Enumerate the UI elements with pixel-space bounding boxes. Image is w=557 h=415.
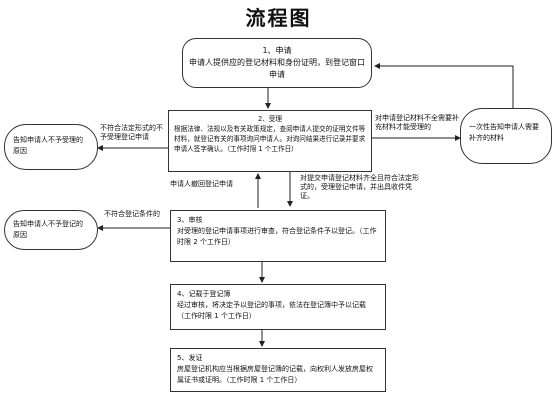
reject-register-text: 告知申请人不予登记的原因: [13, 220, 83, 239]
label-complete-accept: 对提交申请登记材料齐全且符合法定形式的，受理登记申请，并出具收件凭证。: [300, 174, 419, 200]
label-not-legal-form: 不符合法定形式的不予受理登记申请: [100, 124, 163, 141]
apply-body: 申请人提供应的登记材料和身份证明，到登记窗口申请: [189, 58, 365, 79]
arrow-supplement-to-apply: [374, 63, 514, 108]
label-not-meet: 不符合登记条件的: [104, 210, 160, 218]
apply-box: 1、申请 申请人提供应的登记材料和身份证明，到登记窗口申请: [182, 38, 372, 88]
label-withdraw: 申请人撤回登记申请: [170, 180, 233, 188]
record-heading: 4、记载于登记簿: [177, 290, 231, 298]
accept-heading: 2、受理: [258, 115, 282, 123]
review-heading: 3、审核: [177, 216, 203, 224]
issue-box: 5、发证 房屋登记机构应当根据房屋登记簿的记载，向权利人发放房屋权属证书或证明。…: [170, 348, 386, 392]
page-title: 流程图: [245, 6, 312, 30]
record-box: 4、记载于登记簿 经过审核，将决定予以登记的事项，依法在登记簿中予以记载（工作时…: [170, 284, 386, 330]
accept-body: 根据法律、法规以及有关政策规定，查阅申请人提交的证明文件等材料，就登记有关的事项…: [174, 125, 366, 153]
accept-box: 2、受理 根据法律、法规以及有关政策规定，查阅申请人提交的证明文件等材料，就登记…: [168, 110, 372, 172]
review-body: 对受理的登记申请事项进行审查，符合登记条件予以登记。（工作时限 2 个工作日）: [177, 227, 377, 246]
label-incomplete: 对申请登记材料不全需要补充材料才能受理的: [375, 114, 459, 131]
reject-accept-box: 告知申请人不予受理的原因: [4, 124, 98, 170]
supplement-box: 一次性告知申请人需要补齐的材料: [460, 108, 552, 164]
record-body: 经过审核，将决定予以登记的事项，依法在登记簿中予以记载（工作时限 1 个工作日）: [177, 301, 366, 320]
review-box: 3、审核 对受理的登记申请事项进行审查，符合登记条件予以登记。（工作时限 2 个…: [170, 210, 386, 262]
reject-accept-text: 告知申请人不予受理的原因: [13, 136, 83, 155]
issue-body: 房屋登记机构应当根据房屋登记簿的记载，向权利人发放房屋权属证书或证明。（工作时限…: [177, 365, 373, 384]
apply-heading: 1、申请: [262, 46, 292, 55]
issue-heading: 5、发证: [177, 354, 203, 362]
supplement-text: 一次性告知申请人需要补齐的材料: [469, 123, 539, 142]
reject-register-box: 告知申请人不予登记的原因: [4, 210, 98, 250]
